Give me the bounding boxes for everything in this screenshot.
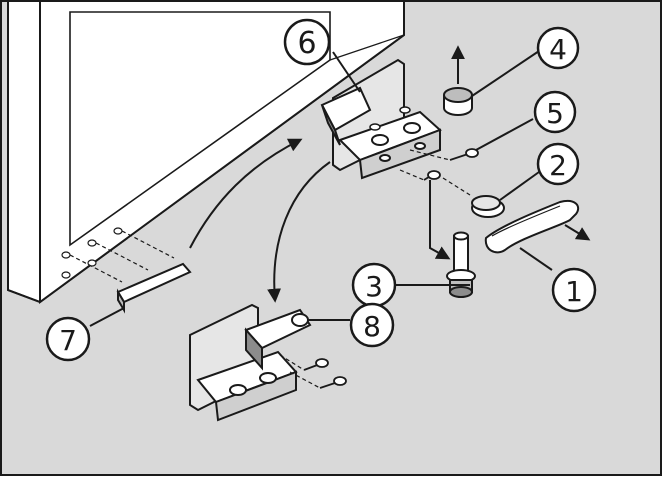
callout-1-label: 1 <box>565 275 583 308</box>
appliance-cabinet <box>7 0 405 304</box>
handle-part <box>484 200 580 254</box>
callout-4: 4 <box>536 26 580 70</box>
screws-part <box>423 148 479 181</box>
upper-hinge-part <box>320 58 442 180</box>
callout-4-label: 4 <box>549 33 567 66</box>
cover-part <box>116 262 192 314</box>
callout-5: 5 <box>533 90 577 134</box>
callout-8: 8 <box>349 302 395 348</box>
move-arrow-down <box>267 161 331 303</box>
callout-1: 1 <box>551 267 597 313</box>
upper-hinge-screws <box>369 106 411 131</box>
callout-7-label: 7 <box>59 324 77 357</box>
lower-hinge-part <box>189 303 312 422</box>
callout-8-label: 8 <box>363 310 381 343</box>
callout-6-label: 6 <box>297 26 316 61</box>
hole-guide-lines <box>69 230 175 283</box>
plug-part <box>443 87 473 116</box>
callout-3: 3 <box>351 262 397 308</box>
move-arrow-up <box>189 138 303 249</box>
cap-part <box>471 195 505 218</box>
leader-lines <box>89 48 553 327</box>
screw-guide-lines <box>399 149 471 196</box>
callout-7: 7 <box>45 316 91 362</box>
callout-2-label: 2 <box>549 149 567 182</box>
callout-6: 6 <box>283 18 331 66</box>
lower-screw-guides <box>279 354 321 389</box>
callout-2: 2 <box>536 142 580 186</box>
pin-arrow <box>429 180 451 260</box>
lower-hinge-screws <box>303 358 347 389</box>
callout-5-label: 5 <box>546 97 564 130</box>
handle-arrow <box>564 224 591 241</box>
callout-3-label: 3 <box>365 270 383 303</box>
